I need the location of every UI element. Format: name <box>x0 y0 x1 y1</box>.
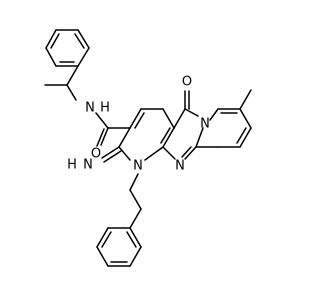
bond <box>181 146 192 158</box>
amide-hydrogen-label: H <box>100 101 110 116</box>
bond <box>129 108 142 129</box>
amide-nitrogen-label: N <box>85 101 95 116</box>
bond <box>184 146 197 160</box>
bond <box>66 84 77 101</box>
bond <box>162 108 175 129</box>
atom-labels: N H O O H N N N N <box>67 75 210 174</box>
bond <box>209 108 219 121</box>
bond <box>162 146 176 160</box>
bond <box>96 128 105 147</box>
bond <box>50 33 60 49</box>
bond <box>45 29 57 49</box>
bond <box>77 47 90 67</box>
bond <box>239 108 252 129</box>
bond <box>126 231 137 248</box>
bond <box>173 108 186 129</box>
bond <box>118 127 131 148</box>
imine-nitrogen-label: N <box>83 158 93 173</box>
ring-nitrogen-label: N <box>175 159 185 174</box>
bond <box>162 127 175 148</box>
bond <box>129 189 142 210</box>
bond <box>45 47 57 67</box>
bond <box>74 33 85 49</box>
bond <box>239 89 252 110</box>
bond <box>103 150 122 163</box>
chemical-structure-diagram: N H O O H N N N N <box>44 29 252 267</box>
bond <box>95 112 109 129</box>
ring-nitrogen-label: N <box>133 159 143 174</box>
bond <box>134 112 145 129</box>
bond <box>129 208 142 229</box>
carbonyl-oxygen-label: O <box>91 147 101 162</box>
bond <box>101 146 120 159</box>
bond <box>101 231 112 248</box>
bond <box>144 146 164 161</box>
bond <box>195 127 204 148</box>
bond <box>129 227 142 248</box>
bond <box>118 146 131 161</box>
bond <box>184 108 199 117</box>
bond <box>160 127 171 144</box>
bond <box>66 65 79 86</box>
bond <box>129 246 142 267</box>
bond <box>239 127 252 148</box>
bond <box>96 246 109 267</box>
bond-lines <box>44 29 252 267</box>
bond <box>77 29 90 49</box>
bond <box>96 227 109 248</box>
bond <box>236 127 247 144</box>
ring-nitrogen-label: N <box>200 117 210 132</box>
bond <box>129 173 139 191</box>
imine-hydrogen-label: H <box>67 158 77 173</box>
bond <box>100 127 109 146</box>
ring-oxygen-label: O <box>182 75 192 90</box>
